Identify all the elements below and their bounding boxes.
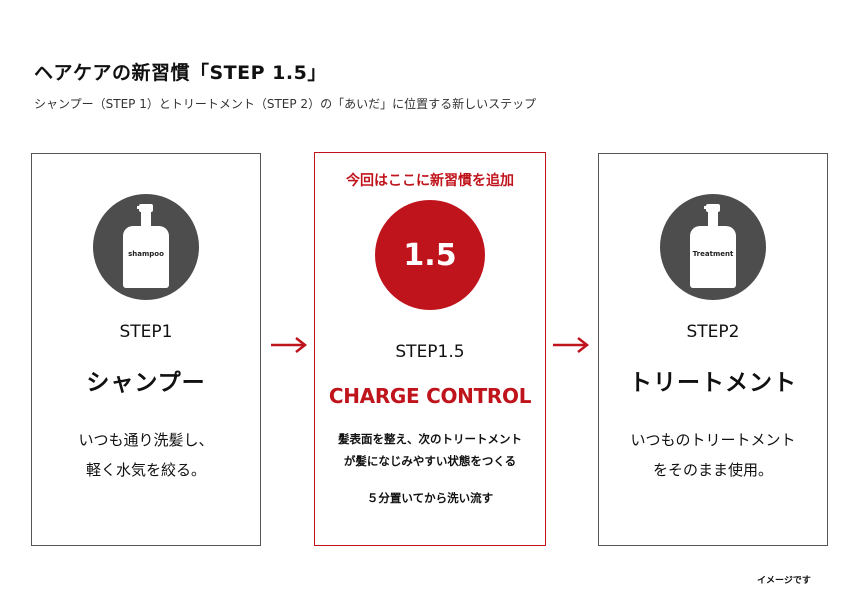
step-desc-line1: いつものトリートメント [630,431,796,449]
mid-desc-line2: が髪になじみやすい状態をつくる [343,454,517,468]
mid-desc-line1: 髪表面を整え、次のトリートメント [338,432,522,446]
step-desc-line2: 軽く水気を絞る。 [85,461,206,479]
step-desc-line1: いつも通り洗髪し、 [78,431,214,449]
step-label: STEP2 [686,322,740,342]
treatment-circle: Treatment [660,194,766,300]
mid-note: ５分置いてから洗い流す [366,491,494,505]
page-subtitle: シャンプー（STEP 1）とトリートメント（STEP 2）の「あいだ」に位置する… [34,97,537,111]
mid-desc: 髪表面を整え、次のトリートメント が髪になじみやすい状態をつくる [315,428,545,472]
step-label: STEP1 [119,322,173,342]
arrow-right-icon [271,337,308,353]
step-desc-line2: をそのまま使用。 [652,461,773,479]
step2-card: Treatment STEP2 トリートメント いつものトリートメント をそのま… [598,153,828,546]
arrow-right-icon [553,337,590,353]
bottle-label: shampoo [128,250,164,258]
step-name: シャンプー [86,370,206,396]
page-title: ヘアケアの新習慣「STEP 1.5」 [34,62,327,84]
step-name: トリートメント [629,370,797,396]
image-footnote: イメージです [757,576,811,586]
step1-5-card: 今回はここに新習慣を追加 1.5 STEP1.5 CHARGE CONTROL … [314,152,546,546]
shampoo-circle: shampoo [93,194,199,300]
mid-heading: 今回はここに新習慣を追加 [346,173,514,189]
step1-card: shampoo STEP1 シャンプー いつも通り洗髪し、 軽く水気を絞る。 [31,153,261,546]
step-badge: 1.5 [375,200,485,310]
product-name: CHARGE CONTROL [328,384,532,408]
bottle-label: Treatment [692,250,734,258]
step-label: STEP1.5 [395,342,465,362]
